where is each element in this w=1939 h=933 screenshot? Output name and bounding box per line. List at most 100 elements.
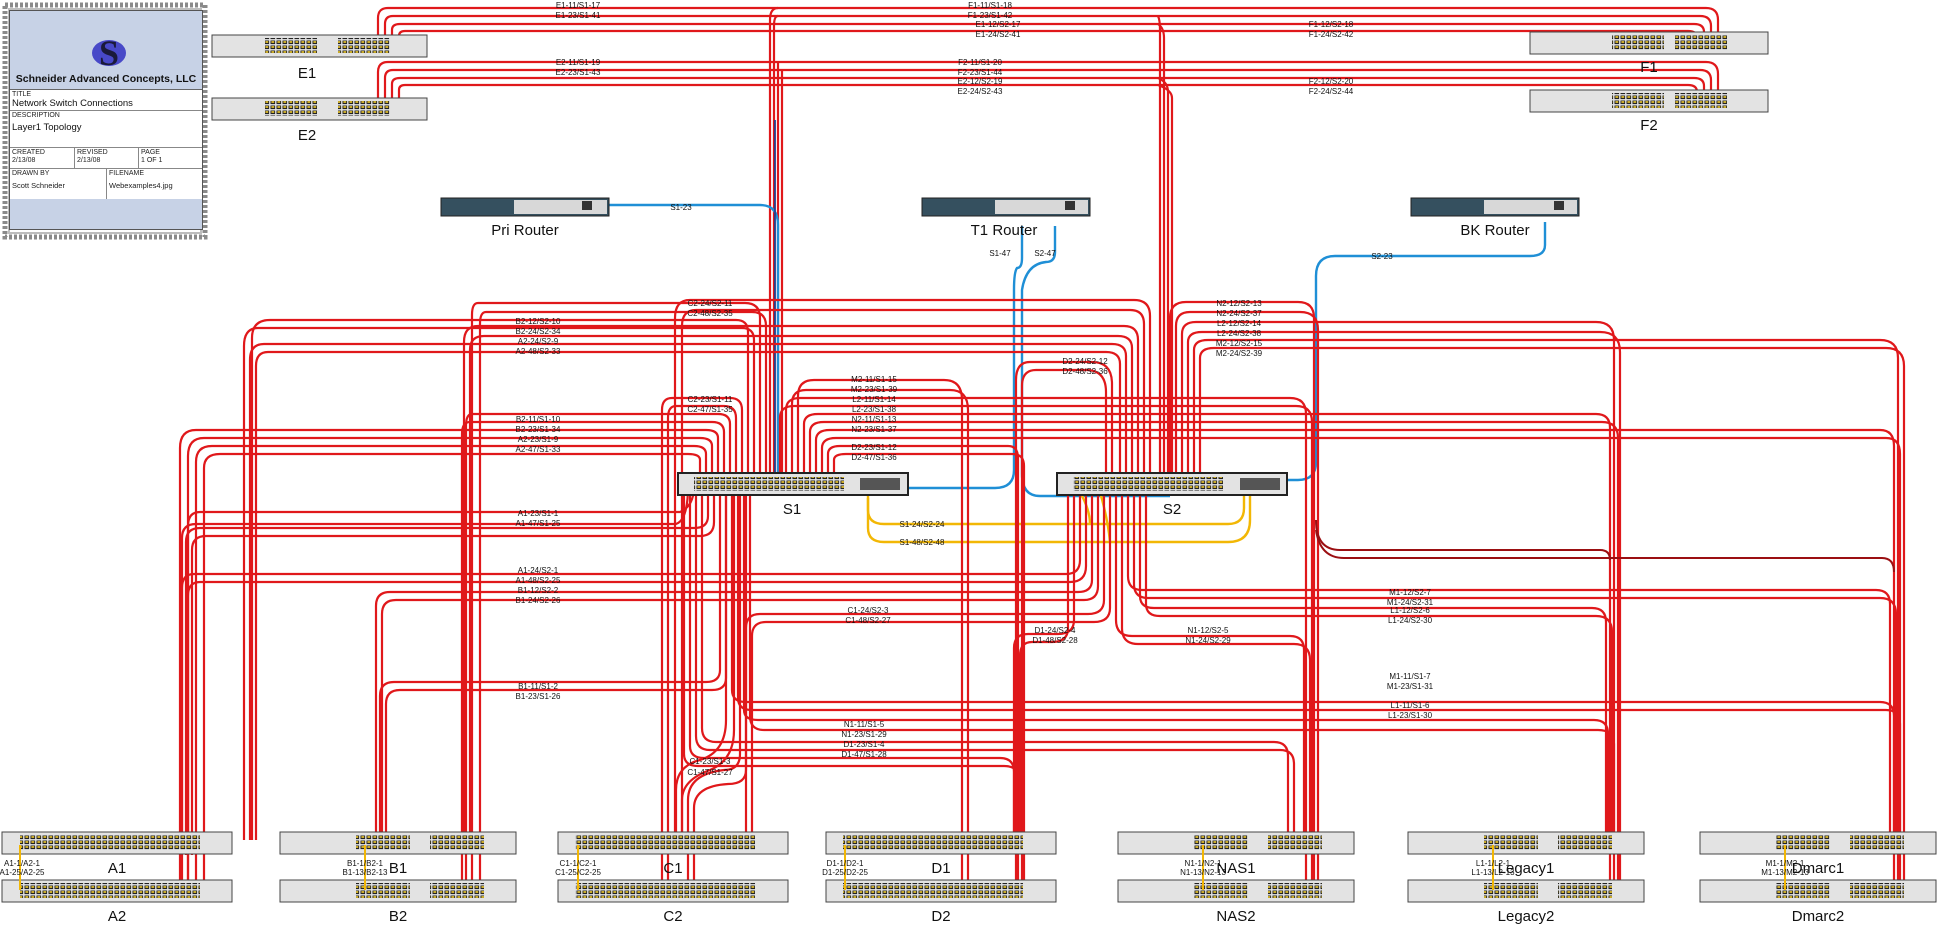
switch-S2[interactable] — [1056, 472, 1288, 496]
port-label-A-1: A1-1/A2-1 — [4, 859, 41, 868]
cable-label: N1-11/S1-5 — [844, 720, 885, 729]
device-label-S1: S1 — [783, 501, 801, 518]
cable-label: M1-11/S1-7 — [1389, 672, 1431, 681]
cable-label: E2-11/S1-19 — [556, 58, 601, 67]
switch-B1[interactable] — [279, 831, 517, 855]
cable-label: D1-48/S2-28 — [1032, 636, 1078, 645]
cable-layer — [178, 6, 1906, 895]
description-caption: DESCRIPTION — [12, 112, 60, 119]
device-label-F1: F1 — [1640, 59, 1658, 76]
cable-label: E1-12/S2-17 — [976, 20, 1021, 29]
cable-label: C2-24/S2-11 — [688, 299, 733, 308]
switch-F2[interactable] — [1529, 89, 1769, 113]
switch-Legacy1[interactable] — [1407, 831, 1645, 855]
cable-label: N2-11/S1-13 — [852, 415, 897, 424]
cable-label: C2-48/S2-35 — [687, 309, 733, 318]
switch-A1[interactable] — [1, 831, 233, 855]
switch-Legacy2[interactable] — [1407, 879, 1645, 903]
device-label-A2: A2 — [108, 908, 126, 925]
router-t1[interactable] — [921, 197, 1091, 217]
cable-label: N1-12/S2-5 — [1188, 626, 1229, 635]
switch-NAS2[interactable] — [1117, 879, 1355, 903]
switch-F1[interactable] — [1529, 31, 1769, 55]
cable-label: A2-24/S2-9 — [518, 337, 559, 346]
port-label-C-25: C1-25/C2-25 — [555, 868, 601, 877]
cable-label: M2-11/S1-15 — [851, 375, 897, 384]
switch-C2[interactable] — [557, 879, 789, 903]
device-label-D1: D1 — [931, 860, 950, 877]
cable-label: F1-24/S2-42 — [1309, 30, 1354, 39]
cable-label: B1-24/S2-26 — [516, 596, 561, 605]
cable-label: E1-23/S1-41 — [556, 11, 601, 20]
cable-label: M1-24/S2-31 — [1387, 598, 1434, 607]
title-block: S Schneider Advanced Concepts, LLC TITLE… — [2, 2, 208, 240]
cable-label: S1-23 — [670, 203, 692, 212]
cable-label: B2-24/S2-34 — [516, 327, 561, 336]
cable-label: D2-24/S2-12 — [1062, 357, 1108, 366]
switch-Dmarc2[interactable] — [1699, 879, 1937, 903]
device-label-t1-router: T1 Router — [971, 222, 1038, 239]
cable-label: E1-11/S1-17 — [556, 1, 601, 10]
company-logo: S — [92, 33, 126, 73]
port-label-D-1: D1-1/D2-1 — [827, 859, 864, 868]
switch-B2[interactable] — [279, 879, 517, 903]
drawn-by: Scott Schneider — [12, 181, 65, 190]
router-bk[interactable] — [1410, 197, 1580, 217]
cable-label: D1-23/S1-4 — [844, 740, 885, 749]
cable-label: A2-47/S1-33 — [516, 445, 561, 454]
cable-label: C1-24/S2-3 — [848, 606, 889, 615]
cable-label: M1-23/S1-31 — [1387, 682, 1434, 691]
cable-label: N1-24/S2-29 — [1185, 636, 1231, 645]
device-label-Legacy1: Legacy1 — [1498, 860, 1555, 877]
cable-label: B2-12/S2-10 — [516, 317, 561, 326]
revised-date: 2/13/08 — [77, 157, 101, 164]
cable-label: A1-47/S1-25 — [516, 519, 561, 528]
cable-label: N2-24/S2-37 — [1216, 309, 1262, 318]
device-label-B1: B1 — [389, 860, 407, 877]
switch-E2[interactable] — [211, 97, 428, 121]
router-pri[interactable] — [440, 197, 610, 217]
port-label-D-25: D1-25/D2-25 — [822, 868, 868, 877]
switch-E1[interactable] — [211, 34, 428, 58]
cable-label: E2-23/S1-43 — [556, 68, 601, 77]
device-label-E1: E1 — [298, 65, 316, 82]
switch-A2[interactable] — [1, 879, 233, 903]
cable-label: F2-23/S1-44 — [958, 68, 1003, 77]
switch-D1[interactable] — [825, 831, 1057, 855]
cable-label: S1-47 — [989, 249, 1011, 258]
page-number: 1 OF 1 — [141, 157, 163, 164]
cable-label: L1-11/S1-6 — [1391, 701, 1431, 710]
switch-D2[interactable] — [825, 879, 1057, 903]
created-date: 2/13/08 — [12, 157, 36, 164]
device-label-C2: C2 — [663, 908, 682, 925]
cable-label: B1-11/S1-2 — [518, 682, 558, 691]
cable-label: E2-24/S2-43 — [958, 87, 1003, 96]
cable-label: B2-11/S1-10 — [516, 415, 561, 424]
cable-label: F1-11/S1-18 — [968, 1, 1012, 10]
cable-label: E1-24/S2-41 — [976, 30, 1021, 39]
cable-label: B2-23/S1-34 — [516, 425, 561, 434]
switch-NAS1[interactable] — [1117, 831, 1355, 855]
switch-C1[interactable] — [557, 831, 789, 855]
cable-label: N2-12/S2-13 — [1216, 299, 1262, 308]
switch-Dmarc1[interactable] — [1699, 831, 1937, 855]
cable-label: F1-12/S2-18 — [1309, 20, 1354, 29]
port-label-M-1: M1-1/M2-1 — [1766, 859, 1805, 868]
cable-label: B1-23/S1-26 — [516, 692, 561, 701]
cable-label: M2-23/S1-39 — [851, 385, 898, 394]
port-label-A-25: A1-25/A2-25 — [0, 868, 45, 877]
cable-label: C1-23/S1-3 — [690, 757, 731, 766]
cable-label: L2-12/S2-14 — [1217, 319, 1262, 328]
device-label-E2: E2 — [298, 127, 316, 144]
filename: Webexamples4.jpg — [109, 181, 173, 190]
cable-label: L2-23/S1-38 — [852, 405, 897, 414]
cable-label: C2-47/S1-35 — [687, 405, 733, 414]
device-label-F2: F2 — [1640, 117, 1658, 134]
port-label-N-1: N1-1/N2-1 — [1185, 859, 1222, 868]
cable-label: D2-48/S2-36 — [1062, 367, 1108, 376]
device-label-Legacy2: Legacy2 — [1498, 908, 1555, 925]
cable-label: S1-24/S2-24 — [900, 520, 945, 529]
cable-label: F2-24/S2-44 — [1309, 87, 1354, 96]
port-label-B-13: B1-13/B2-13 — [343, 868, 388, 877]
switch-S1[interactable] — [677, 472, 909, 496]
